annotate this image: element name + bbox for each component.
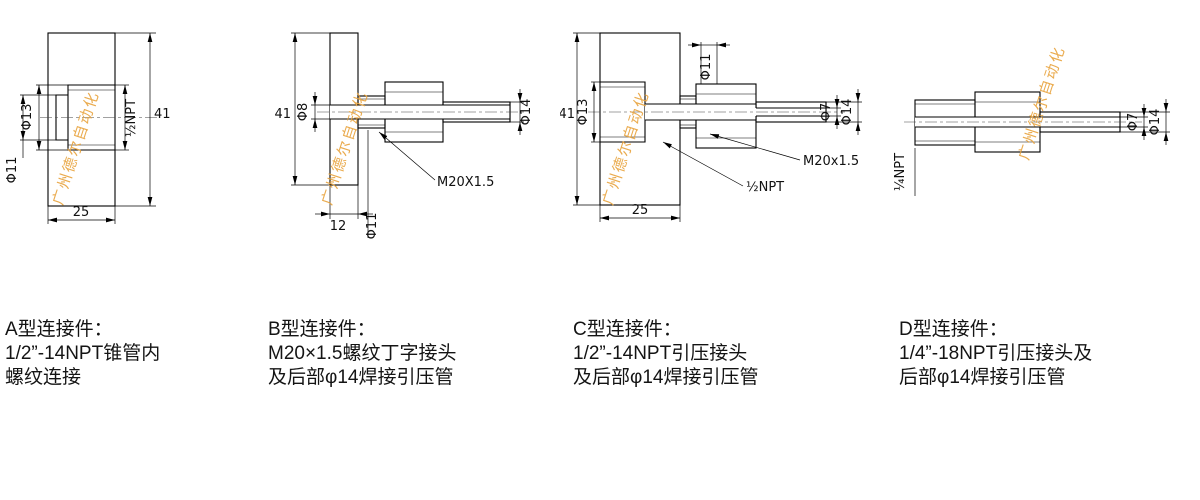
- dim-label-c-npt: ½NPT: [746, 180, 784, 195]
- part-a-body: [40, 32, 160, 207]
- dim-a-height: 41: [115, 32, 171, 207]
- dim-b-phi11: Φ11: [365, 130, 380, 239]
- dim-label-c-phi14: Φ14: [840, 99, 855, 126]
- drawing-c: 41 Φ13 Φ11 Φ7: [560, 32, 862, 222]
- dim-c-npt: ½NPT: [662, 141, 784, 195]
- caption-d-line1: D型连接件：: [899, 319, 1008, 340]
- dim-label-a-phi13: Φ13: [20, 104, 35, 131]
- caption-c: C型连接件： 1/2”-14NPT引压接头 及后部φ14焊接引压管: [573, 318, 758, 390]
- dim-label-b-phi11: Φ11: [365, 213, 380, 240]
- dim-label-d-npt: ¼NPT: [893, 153, 908, 191]
- drawing-b: 41 Φ8 Φ14 12 Φ11: [274, 32, 534, 239]
- caption-b: B型连接件： M20×1.5螺纹丁字接头 及后部φ14焊接引压管: [268, 318, 456, 390]
- dim-label-b-height: 41: [274, 107, 291, 122]
- dim-c-phi7: Φ7: [819, 95, 841, 129]
- caption-c-line1: C型连接件：: [573, 319, 682, 340]
- part-d-body: [904, 91, 1142, 153]
- dim-label-c-thread: M20x1.5: [803, 154, 859, 169]
- dim-c-width: 25: [599, 203, 681, 222]
- dim-d-phi14: Φ14: [1120, 99, 1170, 145]
- dim-label-c-width: 25: [632, 203, 649, 218]
- dim-label-d-phi14: Φ14: [1148, 109, 1163, 136]
- dim-label-c-phi13: Φ13: [576, 99, 591, 126]
- part-b-body: [317, 32, 527, 186]
- dim-d-npt: ¼NPT: [893, 148, 916, 196]
- caption-d-line2: 1/4”-18NPT引压接头及: [899, 343, 1093, 364]
- caption-a: A型连接件： 1/2”-14NPT锥管内 螺纹连接: [5, 318, 160, 390]
- caption-b-line3: 及后部φ14焊接引压管: [268, 367, 454, 388]
- dim-b-phi8: Φ8: [296, 92, 330, 132]
- dim-label-d-phi7: Φ7: [1126, 113, 1141, 132]
- dim-d-phi7: Φ7: [1120, 104, 1148, 140]
- caption-a-line2: 1/2”-14NPT锥管内: [5, 343, 161, 364]
- dim-label-a-phi11: Φ11: [5, 157, 20, 184]
- caption-a-line1: A型连接件：: [5, 319, 113, 340]
- dim-label-a-height: 41: [154, 107, 171, 122]
- dim-b-thread: M20X1.5: [378, 131, 494, 190]
- dim-label-c-phi11: Φ11: [699, 54, 714, 81]
- dim-label-b-phi14: Φ14: [519, 99, 534, 126]
- dim-label-b-phi8: Φ8: [296, 103, 311, 122]
- dim-c-height: 41: [560, 32, 600, 206]
- dim-b-phi14: Φ14: [510, 89, 534, 135]
- dim-label-b-width: 12: [330, 219, 347, 234]
- dim-a-phi11: Φ11: [5, 94, 56, 184]
- dim-c-phi13: Φ13: [576, 81, 600, 143]
- drawing-a: Φ13 Φ11 ½NPT 41 25: [5, 32, 171, 224]
- caption-d-line3: 后部φ14焊接引压管: [899, 367, 1066, 388]
- part-c-body: [588, 32, 845, 206]
- dim-c-thread: M20x1.5: [709, 133, 859, 169]
- dim-b-height: 41: [274, 32, 330, 186]
- caption-b-line1: B型连接件：: [268, 319, 376, 340]
- drawing-d: ¼NPT Φ7 Φ14: [893, 91, 1170, 196]
- dim-label-a-width: 25: [73, 205, 90, 220]
- dim-a-width: 25: [47, 205, 116, 224]
- dim-b-width: 12: [315, 185, 373, 234]
- dim-label-b-thread: M20X1.5: [437, 175, 494, 190]
- caption-c-line3: 及后部φ14焊接引压管: [573, 367, 759, 388]
- dim-c-phi14: Φ14: [826, 89, 862, 135]
- dim-c-phi11: Φ11: [688, 42, 730, 84]
- caption-a-line3: 螺纹连接: [5, 367, 82, 388]
- caption-b-line2: M20×1.5螺纹丁字接头: [268, 343, 457, 364]
- dim-label-a-npt: ½NPT: [124, 99, 139, 137]
- dim-label-c-height: 41: [560, 107, 575, 122]
- dim-a-npt: ½NPT: [115, 84, 139, 151]
- dim-label-c-phi7: Φ7: [819, 103, 834, 122]
- caption-c-line2: 1/2”-14NPT引压接头: [573, 343, 748, 364]
- caption-d: D型连接件： 1/4”-18NPT引压接头及 后部φ14焊接引压管: [899, 318, 1092, 390]
